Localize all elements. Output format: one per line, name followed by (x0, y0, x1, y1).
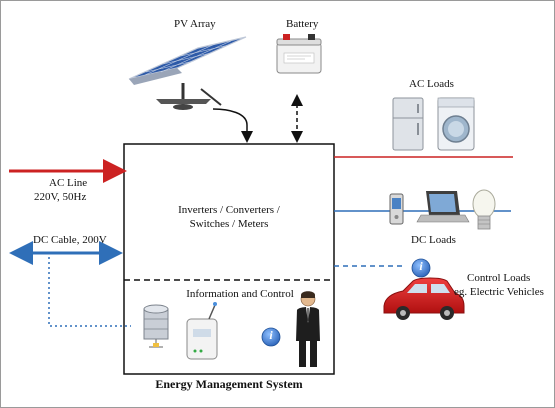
dc-loads-label: DC Loads (411, 234, 456, 246)
info-icon-ems-glyph: i (269, 328, 273, 342)
core-devices-label-2: Switches / Meters (189, 218, 269, 230)
router-icon (186, 302, 218, 360)
battery-icon (276, 34, 322, 74)
info-icon-ems (261, 327, 281, 347)
control-loads-label: Control Loads (467, 272, 531, 284)
core-devices-label-1: Inverters / Converters / (178, 204, 280, 216)
electric-car-icon (383, 277, 465, 320)
ac-line-label: AC Line (49, 177, 88, 189)
phone-icon (389, 193, 404, 225)
ac-line-voltage-label: 220V, 50Hz (34, 191, 87, 203)
bulb-icon (472, 189, 496, 230)
database-icon (143, 304, 169, 348)
laptop-icon (416, 191, 470, 223)
ems-title: Energy Management System (155, 377, 303, 391)
dc-cable-label: DC Cable, 200V (33, 234, 107, 246)
info-control-label: Information and Control (186, 288, 294, 300)
pv-array-label: PV Array (174, 18, 216, 30)
ac-loads-label: AC Loads (409, 78, 454, 90)
pv-array-icon (128, 36, 247, 110)
info-icon-control (411, 258, 431, 278)
fridge-icon (392, 97, 424, 151)
battery-label: Battery (286, 18, 319, 30)
operator-person-icon (296, 291, 320, 367)
washer-icon (437, 97, 475, 151)
pv-arrow (212, 108, 253, 143)
control-loads-example-label: eg. Electric Vehicles (454, 286, 544, 298)
info-icon-control-glyph: i (419, 259, 423, 273)
data-link-left (48, 257, 131, 327)
